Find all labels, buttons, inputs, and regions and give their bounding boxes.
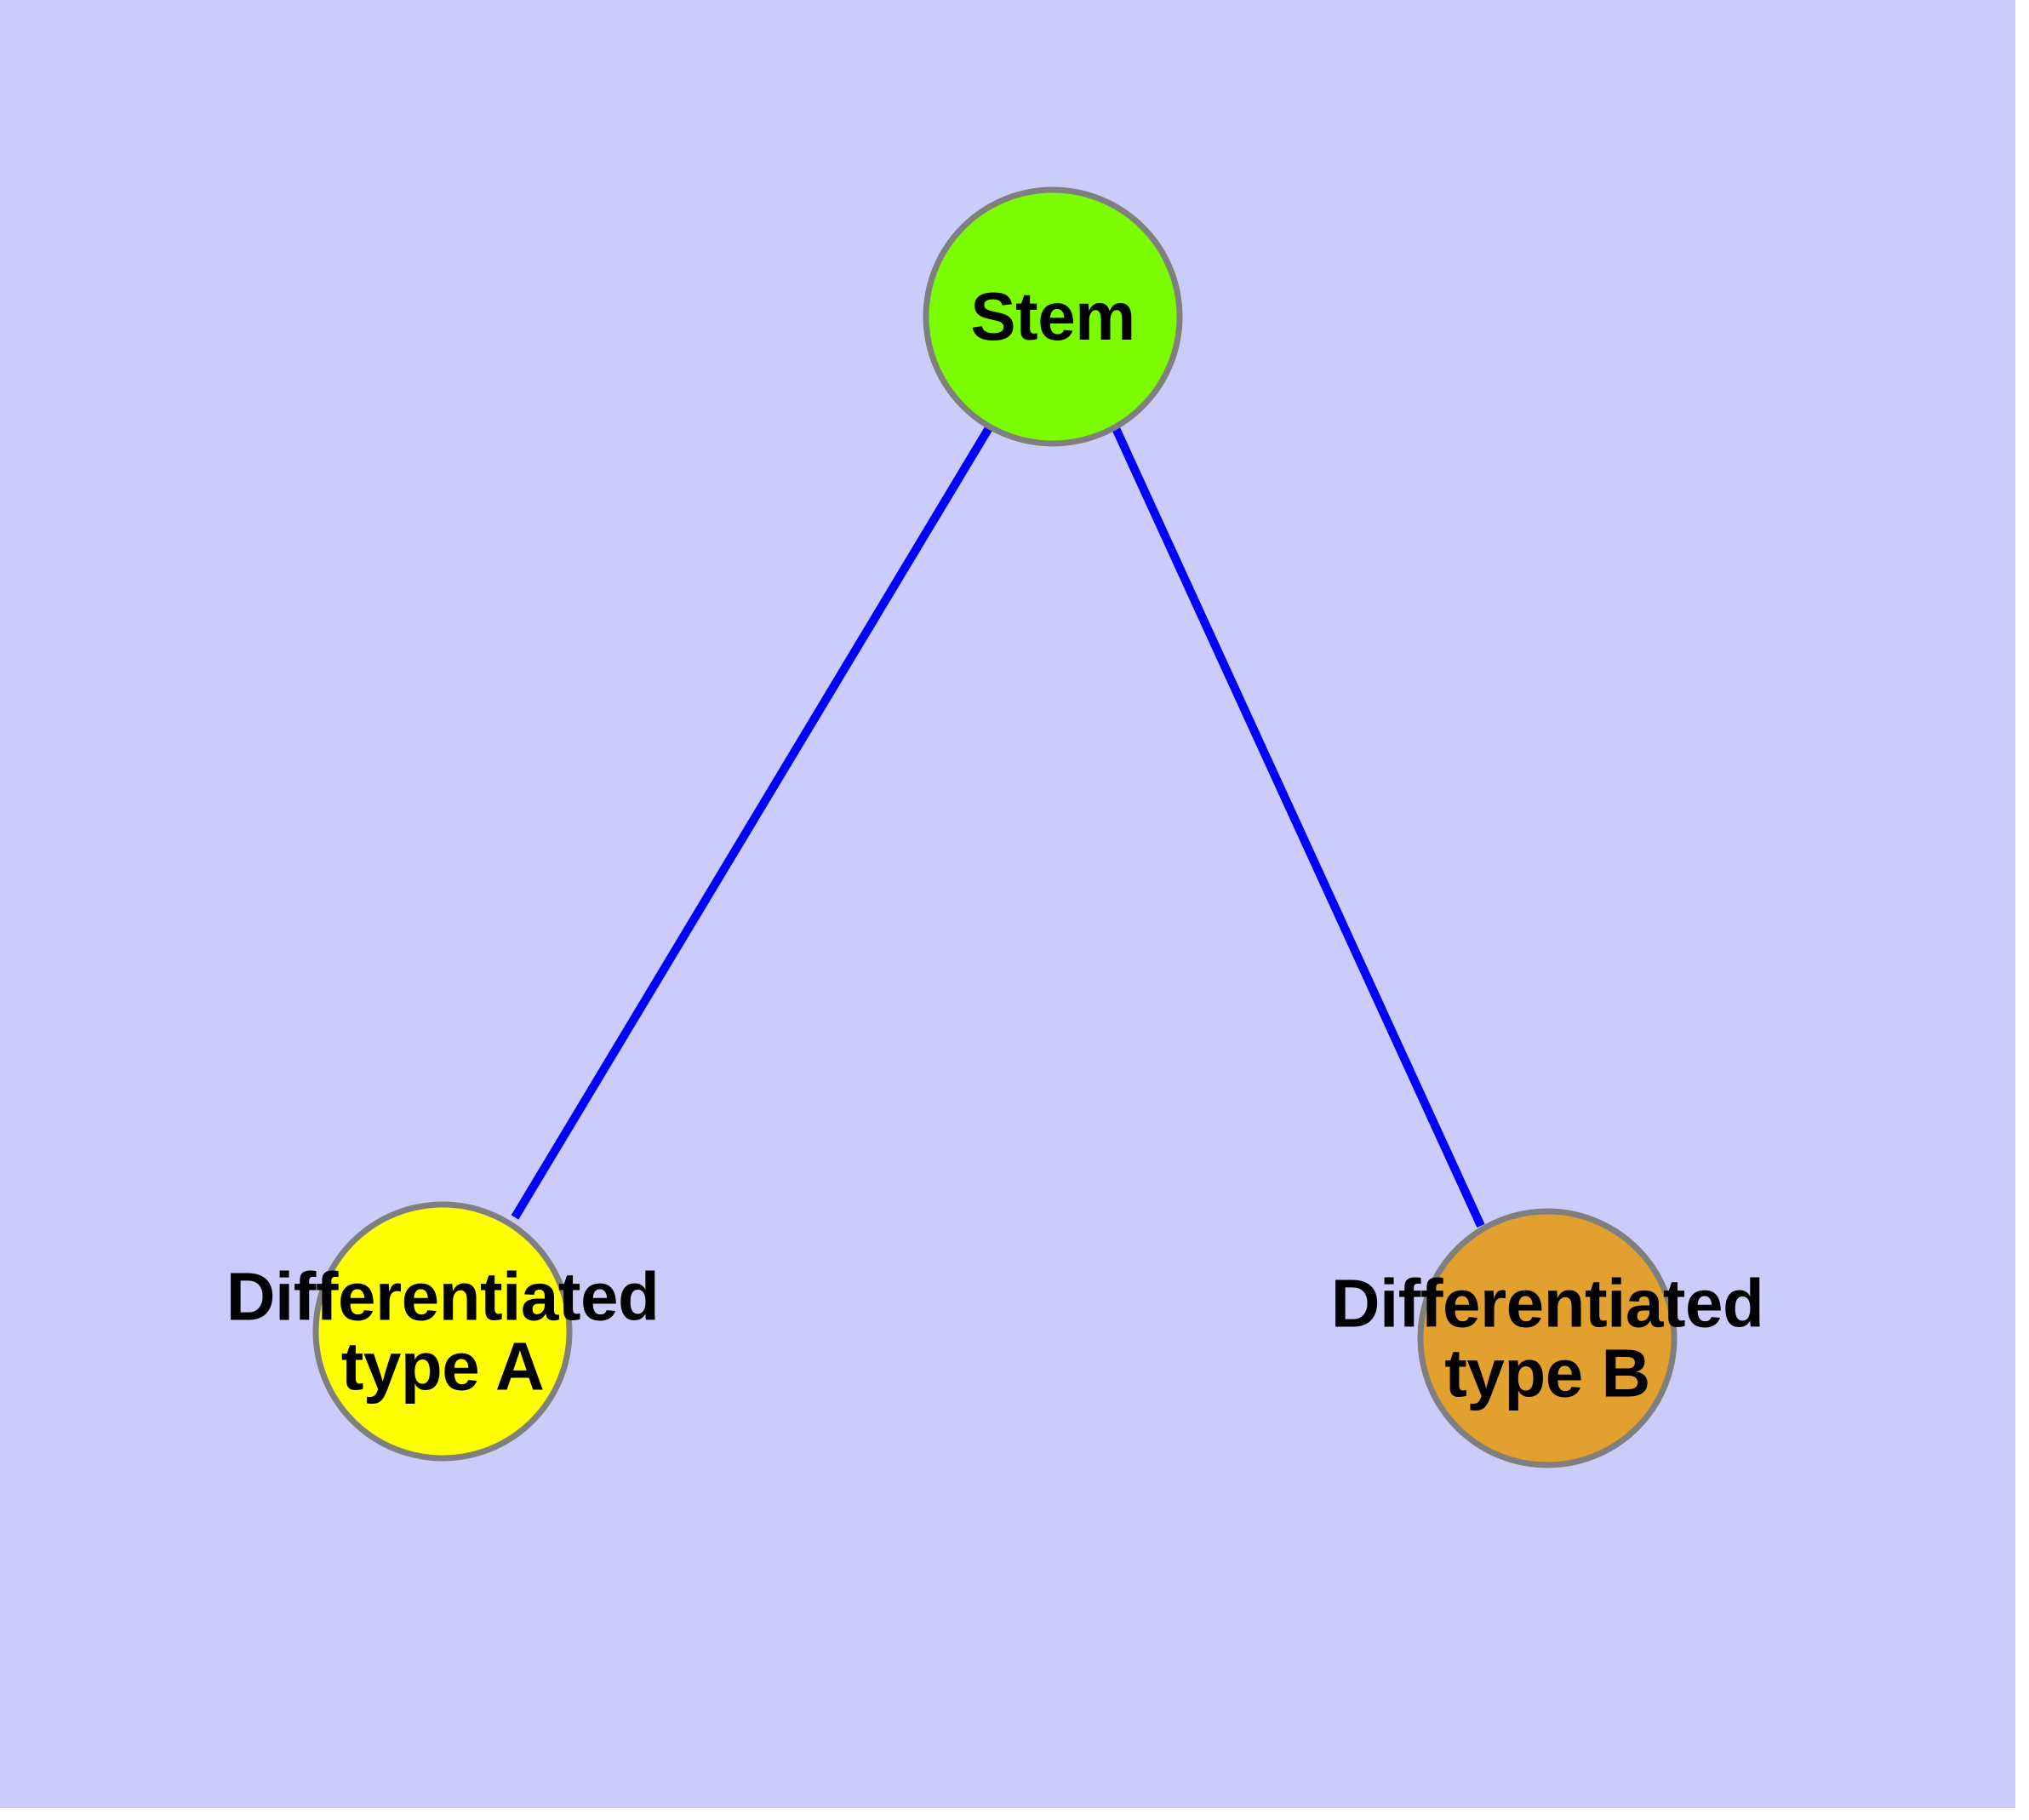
- node-layer: [312, 186, 1677, 1468]
- node-stem[interactable]: [923, 186, 1183, 447]
- edge-stem-to-differentiated-type-a: [511, 424, 994, 1220]
- edge-layer: [511, 424, 1485, 1228]
- edge-stem-to-differentiated-type-b: [1111, 424, 1485, 1228]
- node-differentiated-type-b[interactable]: [1417, 1208, 1677, 1468]
- node-differentiated-type-a[interactable]: [312, 1201, 573, 1462]
